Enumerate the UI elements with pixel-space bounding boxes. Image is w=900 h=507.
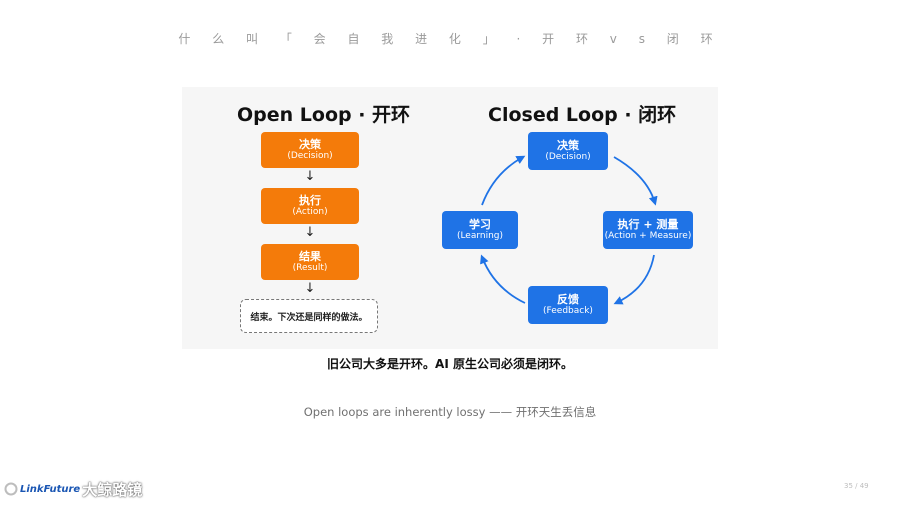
open-loop-title: Open Loop · 开环	[237, 104, 411, 126]
arrow-action-to-feedback	[613, 254, 655, 305]
arrow-feedback-to-learning	[480, 254, 526, 304]
closed-action-label: 执行 + 测量	[617, 217, 679, 231]
open-result-label: 结果	[299, 249, 321, 263]
closed-feedback-box: 反馈 (Feedback)	[528, 286, 608, 324]
open-arrow-1: ↓	[304, 169, 316, 184]
closed-feedback-label: 反馈	[557, 292, 579, 306]
logo-text-en: LinkFuture	[20, 483, 81, 495]
closed-action-box: 执行 + 测量 (Action + Measure)	[603, 211, 693, 249]
closed-decision-sublabel: (Decision)	[545, 152, 591, 163]
closed-action-sublabel: (Action + Measure)	[604, 231, 692, 242]
slide-title: 什 么 叫 「 会 自 我 进 化 」 · 开 环 v s 闭 环	[178, 32, 722, 46]
subnote: Open loops are inherently lossy —— 开环天生丢…	[303, 405, 597, 419]
diagram-caption: 旧公司大多是开环。AI 原生公司必须是闭环。	[327, 357, 573, 371]
brand-logo: LinkFuture 大鲸路镜	[4, 476, 142, 502]
closed-decision-box: 决策 (Decision)	[528, 132, 608, 170]
page-number: 35 / 49	[844, 482, 869, 490]
open-end-note: 结束。下次还是同样的做法。	[240, 299, 378, 333]
open-action-box: 执行 (Action)	[261, 188, 359, 224]
open-decision-box: 决策 (Decision)	[261, 132, 359, 168]
closed-feedback-sublabel: (Feedback)	[543, 306, 593, 317]
open-action-label: 执行	[299, 193, 321, 207]
closed-learning-label: 学习	[469, 217, 491, 231]
arrow-learning-to-decision	[481, 155, 526, 206]
open-result-sublabel: (Result)	[292, 263, 328, 274]
open-action-sublabel: (Action)	[292, 207, 328, 218]
open-result-box: 结果 (Result)	[261, 244, 359, 280]
open-decision-sublabel: (Decision)	[287, 151, 333, 162]
arrow-decision-to-action	[613, 156, 658, 206]
closed-learning-box: 学习 (Learning)	[442, 211, 518, 249]
closed-decision-label: 决策	[557, 138, 579, 152]
open-decision-label: 决策	[299, 137, 321, 151]
logo-text-zh: 大鲸路镜	[82, 480, 143, 499]
open-arrow-3: ↓	[304, 281, 316, 296]
closed-learning-sublabel: (Learning)	[456, 231, 504, 242]
closed-loop-title: Closed Loop · 闭环	[488, 104, 677, 126]
logo-mark-icon	[4, 482, 18, 496]
open-arrow-2: ↓	[304, 225, 316, 240]
